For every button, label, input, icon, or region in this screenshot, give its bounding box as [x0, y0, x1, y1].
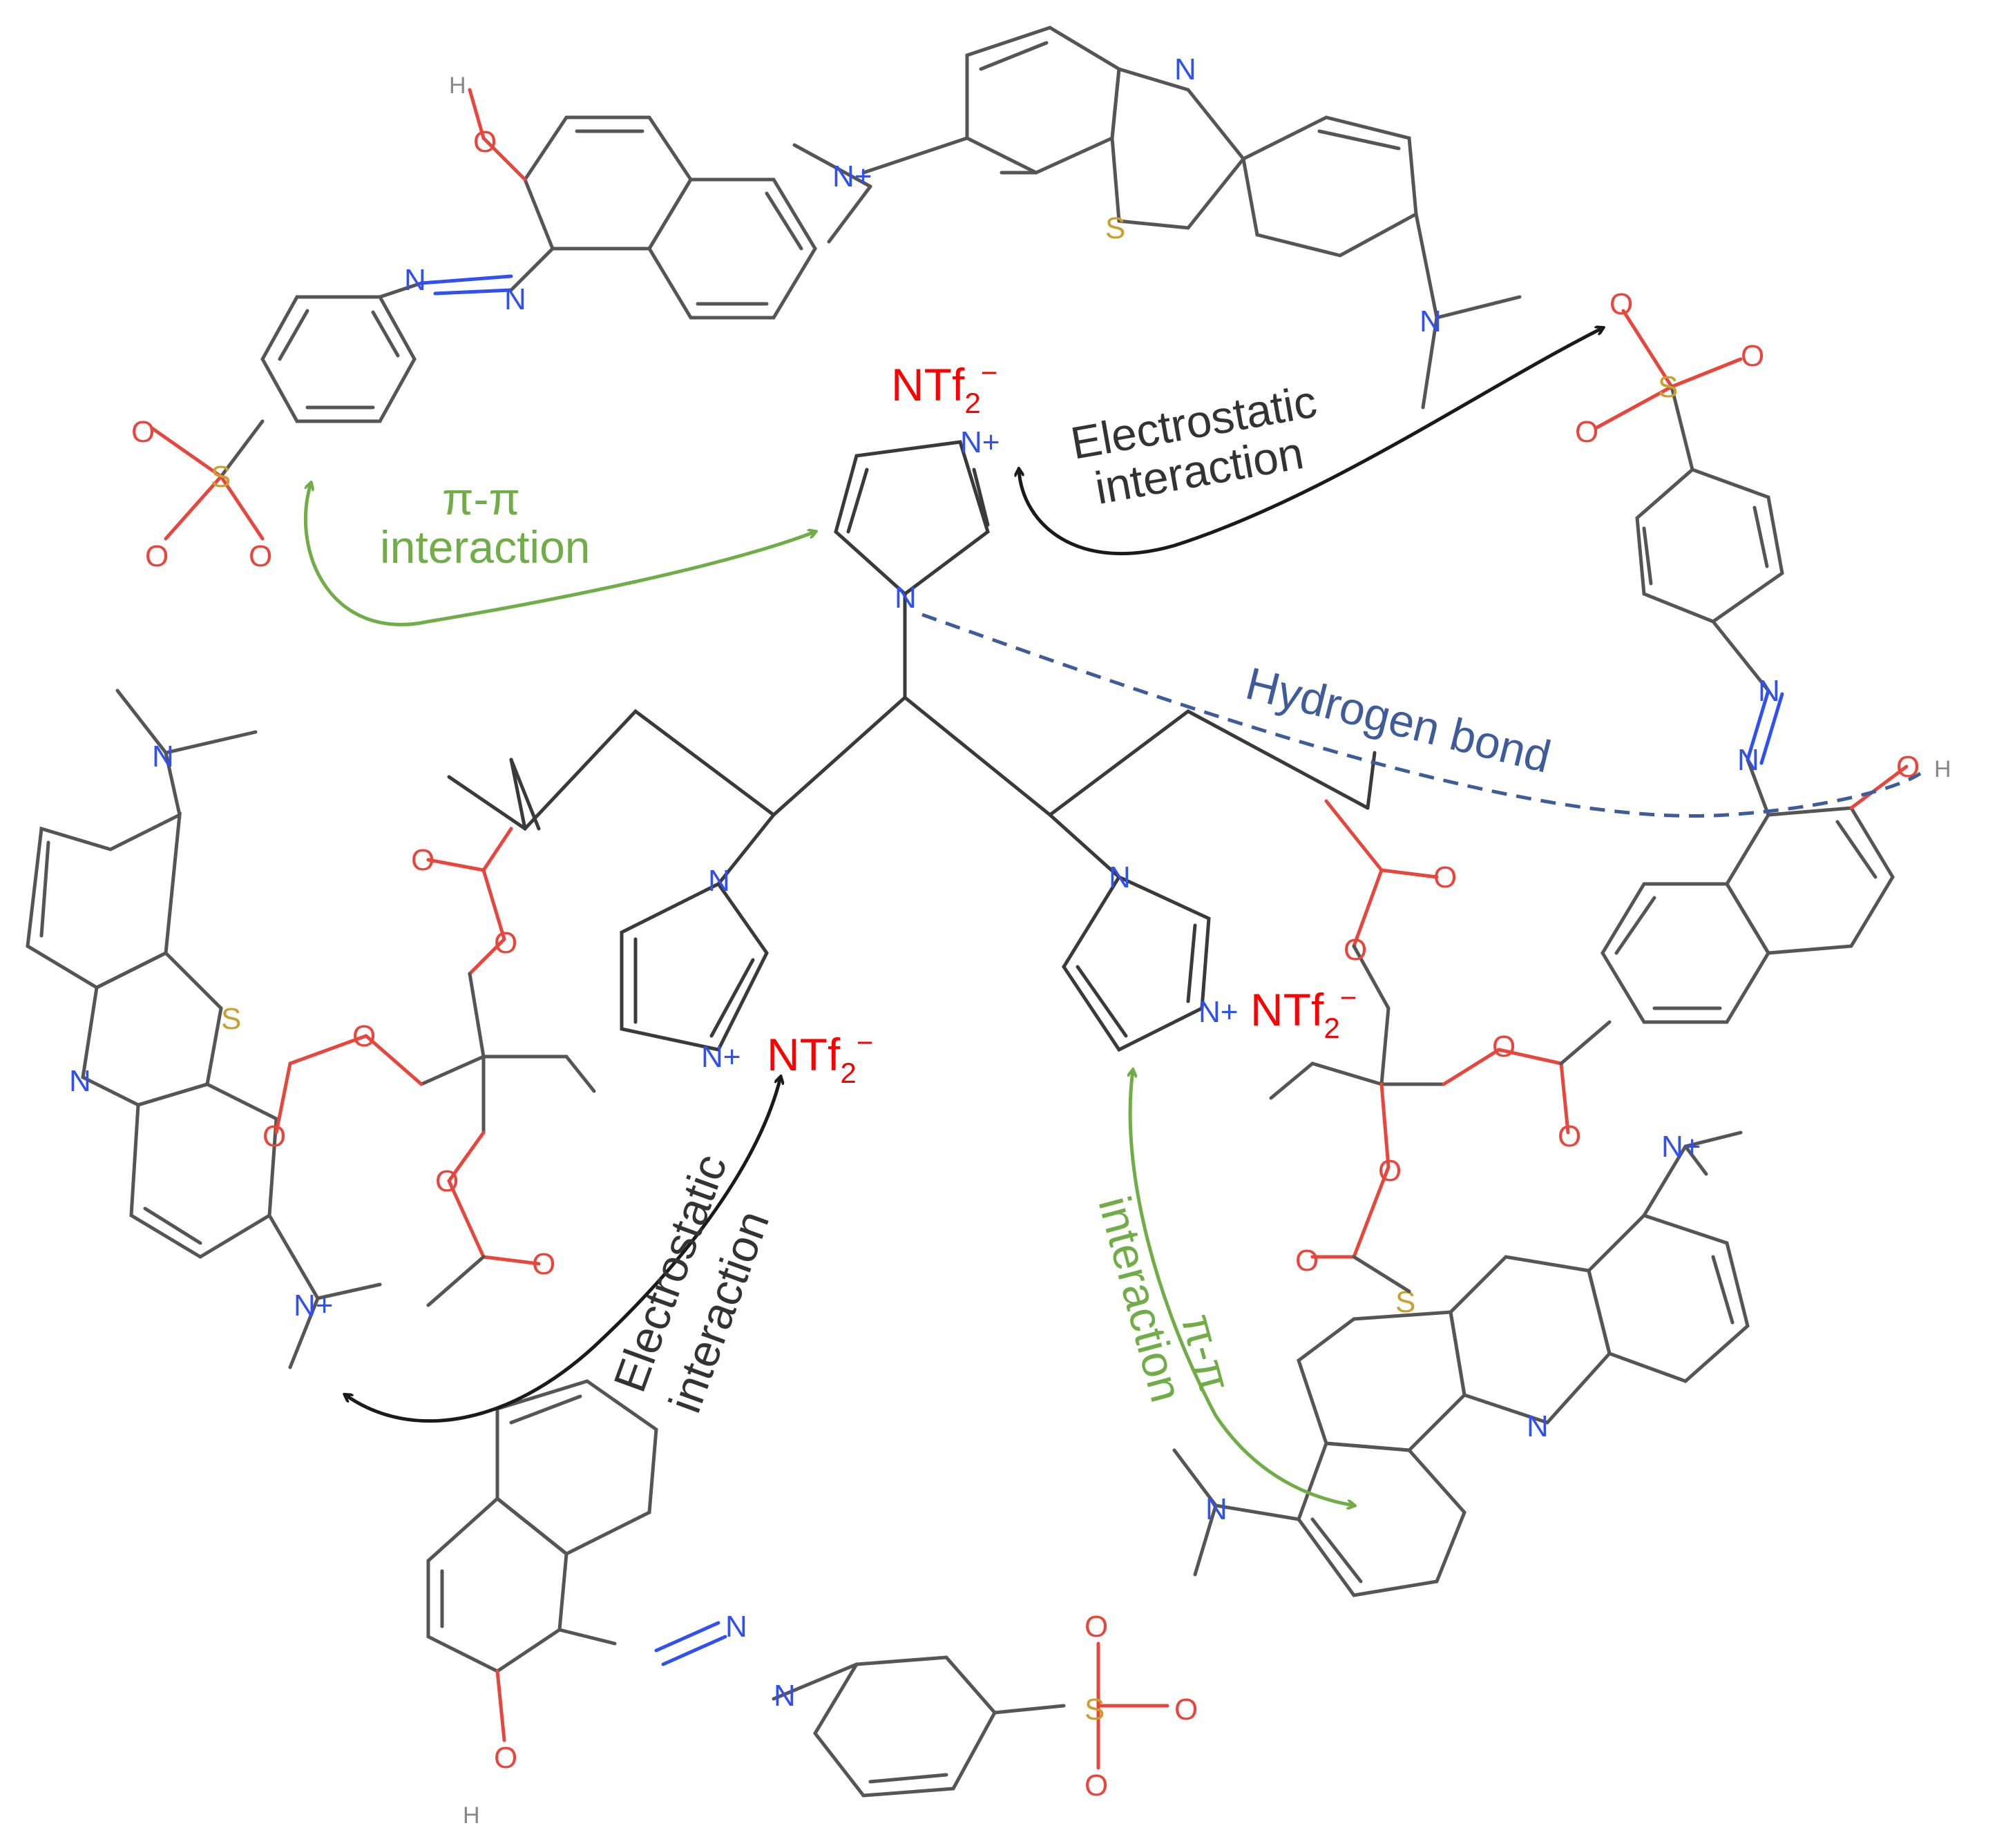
atom-n-plus: N+: [1198, 995, 1238, 1029]
atom-o: O: [1575, 415, 1598, 449]
atom-o: O: [411, 843, 434, 877]
hydrogen-bond-dashed: [921, 613, 1922, 818]
atom-o: O: [352, 1019, 376, 1053]
atom-o: O: [1295, 1244, 1319, 1278]
atom-o: O: [473, 125, 497, 159]
counter-ion-left: NTf2−: [767, 1026, 873, 1089]
atom-o: O: [435, 1164, 459, 1198]
atom-o: O: [532, 1247, 555, 1281]
atom-n-plus: N+: [960, 425, 1000, 459]
atom-o: O: [1433, 860, 1457, 894]
atom-o: O: [1609, 287, 1633, 321]
atom-n: N: [895, 581, 917, 615]
atom-s: S: [1105, 211, 1125, 245]
atom-o: O: [1558, 1119, 1581, 1153]
electrostatic-arrow-top: [1019, 328, 1603, 556]
atom-n: N: [152, 740, 174, 773]
atom-n-plus: N+: [294, 1289, 333, 1322]
atom-n: N: [1758, 674, 1780, 708]
atom-o: O: [1741, 339, 1764, 373]
electrostatic-arrow-bottom: [345, 1077, 781, 1423]
azo-dye-top-right: O O O S N N O H: [1575, 287, 1951, 1024]
atom-n-plus: N+: [832, 160, 872, 193]
methylene-blue-top: N S N+ N: [792, 26, 1522, 410]
pi-pi-arrow-top: [304, 483, 815, 626]
atom-o: O: [249, 539, 272, 573]
counter-ion-top: NTf2−: [891, 356, 997, 419]
atom-o: O: [1492, 1030, 1516, 1063]
atom-n: N: [1174, 52, 1196, 86]
atom-h: H: [1934, 756, 1951, 782]
counter-ion-right: NTf2−: [1250, 981, 1357, 1044]
pi-pi-arrow-bottom: [1130, 1070, 1354, 1505]
atom-s: S: [221, 1002, 241, 1036]
atom-s: S: [1658, 370, 1678, 404]
atom-o: O: [1085, 1610, 1108, 1644]
atom-o: O: [145, 539, 169, 573]
atom-n: N: [708, 864, 730, 898]
atom-n-plus: N+: [701, 1040, 740, 1074]
atom-n: N: [1737, 743, 1759, 777]
atom-n: N: [774, 1679, 796, 1713]
methylene-blue-left: N S N N+: [26, 689, 382, 1369]
atom-o: O: [1344, 933, 1367, 967]
atom-o: O: [1085, 1769, 1108, 1802]
atom-n: N: [1205, 1492, 1227, 1526]
atom-o: O: [1896, 750, 1920, 784]
atom-n: N: [1527, 1409, 1549, 1443]
atom-n: N: [504, 282, 526, 316]
atom-o: O: [262, 1119, 286, 1153]
atom-s: S: [1085, 1693, 1105, 1726]
atom-o: O: [131, 415, 155, 449]
atom-n: N: [1420, 305, 1442, 338]
interaction-label-bottom-right: interaction: [1089, 1191, 1192, 1407]
atom-o: O: [494, 926, 517, 960]
atom-n: N: [725, 1610, 747, 1644]
azo-dye-bottom: N N S O O O O H: [426, 1379, 1198, 1829]
atom-n: N: [69, 1064, 91, 1098]
atom-o: O: [1174, 1693, 1198, 1726]
atom-n: N: [1109, 860, 1131, 894]
atom-h: H: [463, 1802, 480, 1829]
pi-pi-label-top: π-π: [442, 473, 520, 524]
interaction-label-top-left: interaction: [380, 521, 591, 572]
atom-n-plus: N+: [1661, 1130, 1701, 1164]
atom-o: O: [494, 1741, 517, 1775]
methylene-blue-bottom-right: N+ S N N: [1172, 1130, 1750, 1597]
atom-s: S: [211, 460, 231, 494]
atom-o: O: [1378, 1154, 1402, 1188]
azo-dye-top-left: N N O H S O O O: [131, 73, 817, 573]
atom-h: H: [449, 73, 466, 99]
atom-n: N: [404, 263, 426, 297]
